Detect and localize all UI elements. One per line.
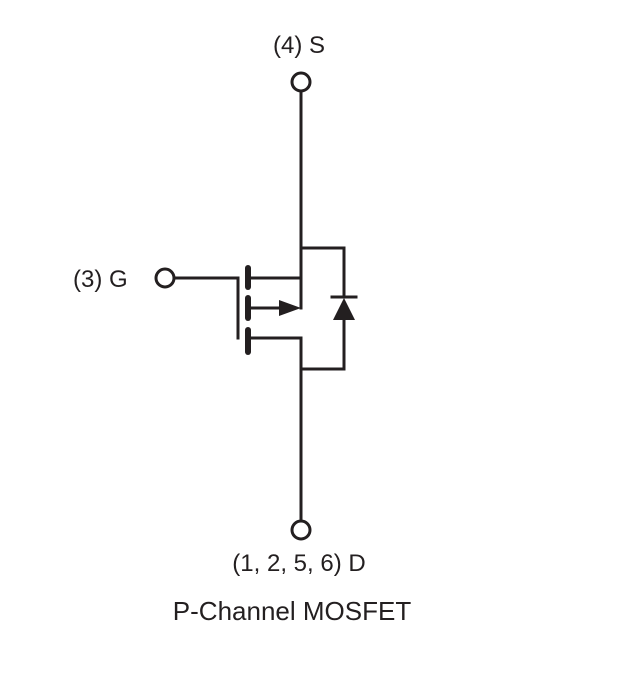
drain-terminal (290, 519, 312, 541)
diode-triangle-icon (333, 298, 355, 320)
gate-pin-label: (3) G (73, 266, 128, 293)
diode-loop-top (299, 246, 346, 298)
body-arrow-icon (279, 300, 301, 316)
source-terminal (290, 71, 312, 93)
gate-terminal (154, 267, 176, 289)
drain-pin-label: (1, 2, 5, 6) D (232, 550, 365, 577)
source-pin-label: (4) S (273, 32, 325, 59)
diode-loop-bottom (299, 318, 346, 371)
diagram-caption: P-Channel MOSFET (173, 596, 412, 626)
